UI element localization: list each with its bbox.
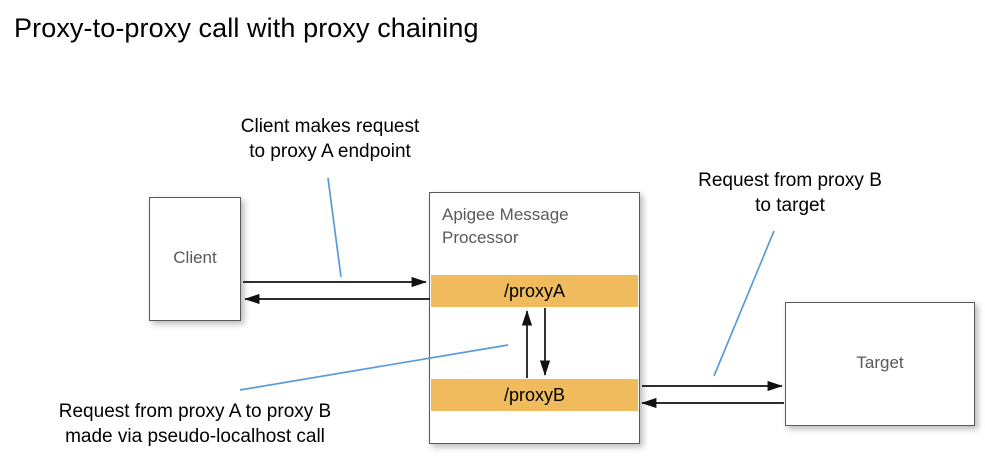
node-target-label: Target — [856, 353, 904, 372]
annotation-target-request: Request from proxy B to target — [698, 170, 882, 216]
page-title: Proxy-to-proxy call with proxy chaining — [14, 13, 479, 43]
node-client-label: Client — [173, 248, 217, 267]
proxy-b-band: /proxyB — [431, 379, 638, 411]
leader-line-client-request — [327, 177, 342, 278]
message-processor-title-line1: Apigee Message — [442, 205, 569, 224]
node-client: Client — [149, 197, 241, 321]
leader-line-target-request — [713, 230, 775, 377]
node-target: Target — [785, 302, 975, 426]
proxy-a-band: /proxyA — [431, 275, 638, 307]
annotation-client-request: Client makes request to proxy A endpoint — [240, 116, 420, 162]
node-message-processor-title: Apigee Message Processor — [442, 203, 622, 249]
annotation-proxy-chain-request: Request from proxy A to proxy B made via… — [58, 401, 332, 447]
message-processor-title-line2: Processor — [442, 228, 519, 247]
